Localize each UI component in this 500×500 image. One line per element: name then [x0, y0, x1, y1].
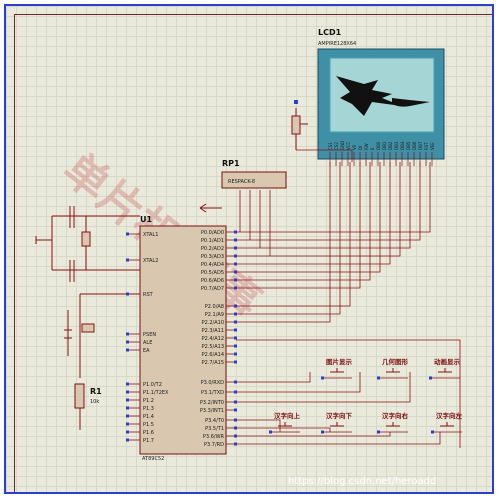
u1-pin-label: P2.0/A8 — [205, 304, 224, 310]
button-label: 几何图形 — [382, 357, 409, 366]
u1-pin-label: P0.6/AD6 — [201, 278, 224, 284]
u1-ref: U1 — [140, 215, 152, 224]
u1-pin-label: P2.7/A15 — [202, 360, 224, 366]
lcd-pin-label: CS2 — [334, 142, 339, 150]
lcd-pin-label: DB1 — [382, 141, 387, 150]
push-button[interactable]: 汉字向左 — [431, 411, 463, 434]
lcd-pin-label: DI — [358, 146, 363, 150]
lcd-ref: LCD1 — [318, 28, 342, 37]
sheet-frame — [14, 14, 492, 492]
button-row-bottom: 汉字向上 汉字向下 汉字向右 汉字向左 — [269, 411, 463, 434]
lcd-pin-label: VEE — [430, 142, 435, 150]
button-label: 汉字向上 — [274, 411, 301, 420]
u1-pin-label: P2.5/A13 — [202, 344, 224, 350]
push-button[interactable]: 图片显示 — [321, 357, 353, 380]
lcd-pin-label: CS1 — [328, 142, 333, 150]
u1-pin-label: P0.5/AD5 — [201, 270, 224, 276]
u1-pin-label: P1.2 — [143, 398, 154, 404]
potentiometer[interactable] — [291, 108, 308, 150]
u1-pin-label: P2.6/A14 — [202, 352, 224, 358]
u1-pin-label: EA — [143, 348, 150, 354]
lcd-pin-label: DB7 — [418, 141, 423, 150]
button-label: 动画显示 — [434, 357, 461, 366]
lcd-pin-label: DB5 — [406, 141, 411, 150]
u1-pin-label: P0.7/AD7 — [201, 286, 224, 292]
eagle-image — [336, 76, 402, 116]
u1-pin-label: P3.0/RXD — [201, 380, 225, 386]
u1-part: AT89C52 — [142, 456, 164, 462]
resistor-r1[interactable] — [74, 383, 85, 430]
crystal-oscillator[interactable] — [35, 206, 140, 282]
lcd-pin-label: DB0 — [376, 141, 381, 150]
lcd-pin-label: RST — [424, 142, 429, 150]
lcd-pin-label: VCC — [346, 141, 351, 150]
u1-pin-label: ALE — [143, 340, 152, 346]
u1-pin-label: P1.4 — [143, 414, 154, 420]
lcd-pin-label: DB6 — [412, 141, 417, 150]
rp1-part: RESPACK-8 — [228, 179, 255, 185]
u1-pin-label: P3.3/INT1 — [200, 408, 224, 414]
lcd-pin-label: GND — [340, 141, 345, 150]
u1-pin-label: P0.1/AD1 — [201, 238, 224, 244]
microcontroller-u1[interactable] — [139, 225, 227, 455]
u1-pin-label: XTAL2 — [143, 258, 158, 264]
u1-pin-label: P3.5/T1 — [205, 426, 224, 432]
r1-ref: R1 — [90, 387, 102, 396]
push-button[interactable]: 汉字向右 — [377, 411, 409, 434]
push-button[interactable]: 动画显示 — [429, 357, 461, 380]
u1-pin-label: P3.1/TXD — [201, 390, 224, 396]
push-button[interactable]: 几何图形 — [377, 357, 409, 380]
lcd-pin-label: DB3 — [394, 141, 399, 150]
data-bus-wires — [236, 149, 461, 448]
u1-pin-label: XTAL1 — [143, 232, 158, 238]
u1-pin-label: P3.2/INT0 — [200, 400, 224, 406]
u1-pin-label: P2.4/A12 — [202, 336, 224, 342]
u1-pin-label: PSEN — [143, 332, 156, 338]
button-label: 图片显示 — [326, 357, 353, 366]
u1-pin-label: P1.5 — [143, 422, 154, 428]
u1-pin-label: RST — [143, 292, 154, 298]
u1-pin-label: P0.0/AD0 — [201, 230, 224, 236]
lcd-pin-label: DB2 — [388, 141, 393, 150]
u1-pin-label: P1.1/T2EX — [143, 390, 169, 396]
lcd-part: AMPIRE128X64 — [318, 41, 356, 47]
footer-url: https://blog.csdn.net/heroadd — [288, 476, 436, 487]
u1-pin-label: P0.3/AD3 — [201, 254, 224, 260]
lcd-pin-label: DB4 — [400, 141, 405, 150]
u1-pin-label: P1.3 — [143, 406, 154, 412]
u1-pin-label: P3.7/RD — [204, 442, 224, 448]
lcd-pin-label: RW — [364, 143, 369, 150]
u1-pin-label: P1.0/T2 — [143, 382, 162, 388]
u1-pin-label: P1.6 — [143, 430, 154, 436]
button-label: 汉字向左 — [436, 411, 463, 420]
push-button[interactable]: 汉字向下 — [321, 411, 353, 434]
u1-pin-label: P1.7 — [143, 438, 154, 444]
u1-pin-label: P0.2/AD2 — [201, 246, 224, 252]
u1-right-pins: P0.0/AD0P0.1/AD1P0.2/AD2P0.3/AD3P0.4/AD4… — [200, 230, 237, 448]
push-button[interactable]: 汉字向上 — [269, 411, 301, 434]
rp1-ref: RP1 — [222, 159, 240, 168]
u1-pin-label: P3.4/T0 — [205, 418, 224, 424]
u1-pin-label: P3.6/WR — [203, 434, 225, 440]
reset-circuit[interactable] — [64, 293, 140, 378]
u1-pin-label: P2.2/A10 — [202, 320, 224, 326]
u1-pin-label: P2.3/A11 — [202, 328, 224, 334]
button-label: 汉字向右 — [382, 411, 409, 420]
button-label: 汉字向下 — [326, 411, 353, 420]
r1-value: 10k — [90, 399, 99, 405]
u1-pin-label: P2.1/A9 — [205, 312, 224, 318]
lcd-pin-label: E — [370, 147, 375, 150]
lcd-pin-label: V0 — [352, 144, 357, 150]
u1-pin-label: P0.4/AD4 — [201, 262, 224, 268]
button-row-top: 图片显示 几何图形 动画显示 — [321, 357, 461, 380]
resistor-pack-rp1[interactable] — [221, 171, 287, 189]
